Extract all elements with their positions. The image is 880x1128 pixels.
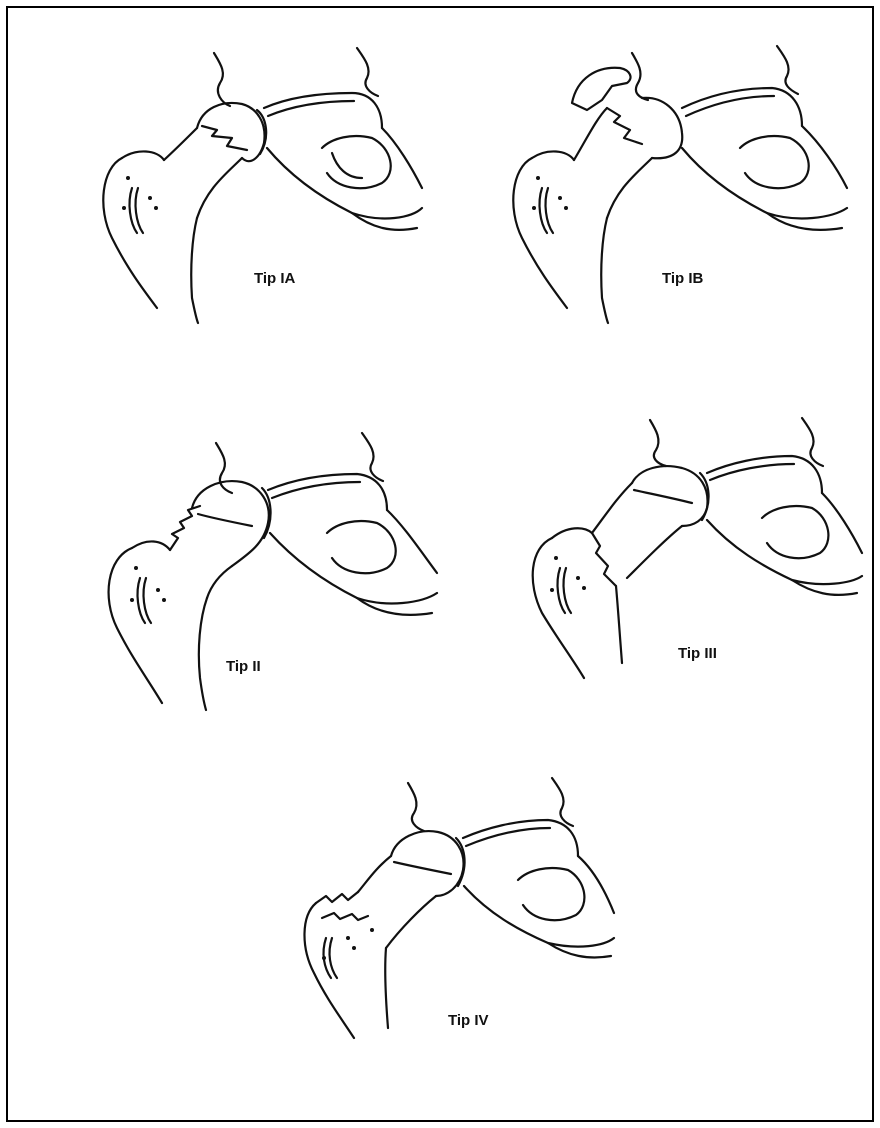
hip-drawing-tip-ii: [92, 418, 452, 718]
figure-label-tip-ib: Tip IB: [662, 270, 703, 287]
figure-frame: Tip IA Tip: [6, 6, 874, 1122]
figure-label-tip-iii: Tip III: [678, 645, 717, 662]
figure-label-tip-iv: Tip IV: [448, 1012, 489, 1029]
hip-illustration-ii: [92, 418, 452, 718]
figure-label-tip-ia: Tip IA: [254, 270, 295, 287]
figure-label-tip-ii: Tip II: [226, 658, 261, 675]
